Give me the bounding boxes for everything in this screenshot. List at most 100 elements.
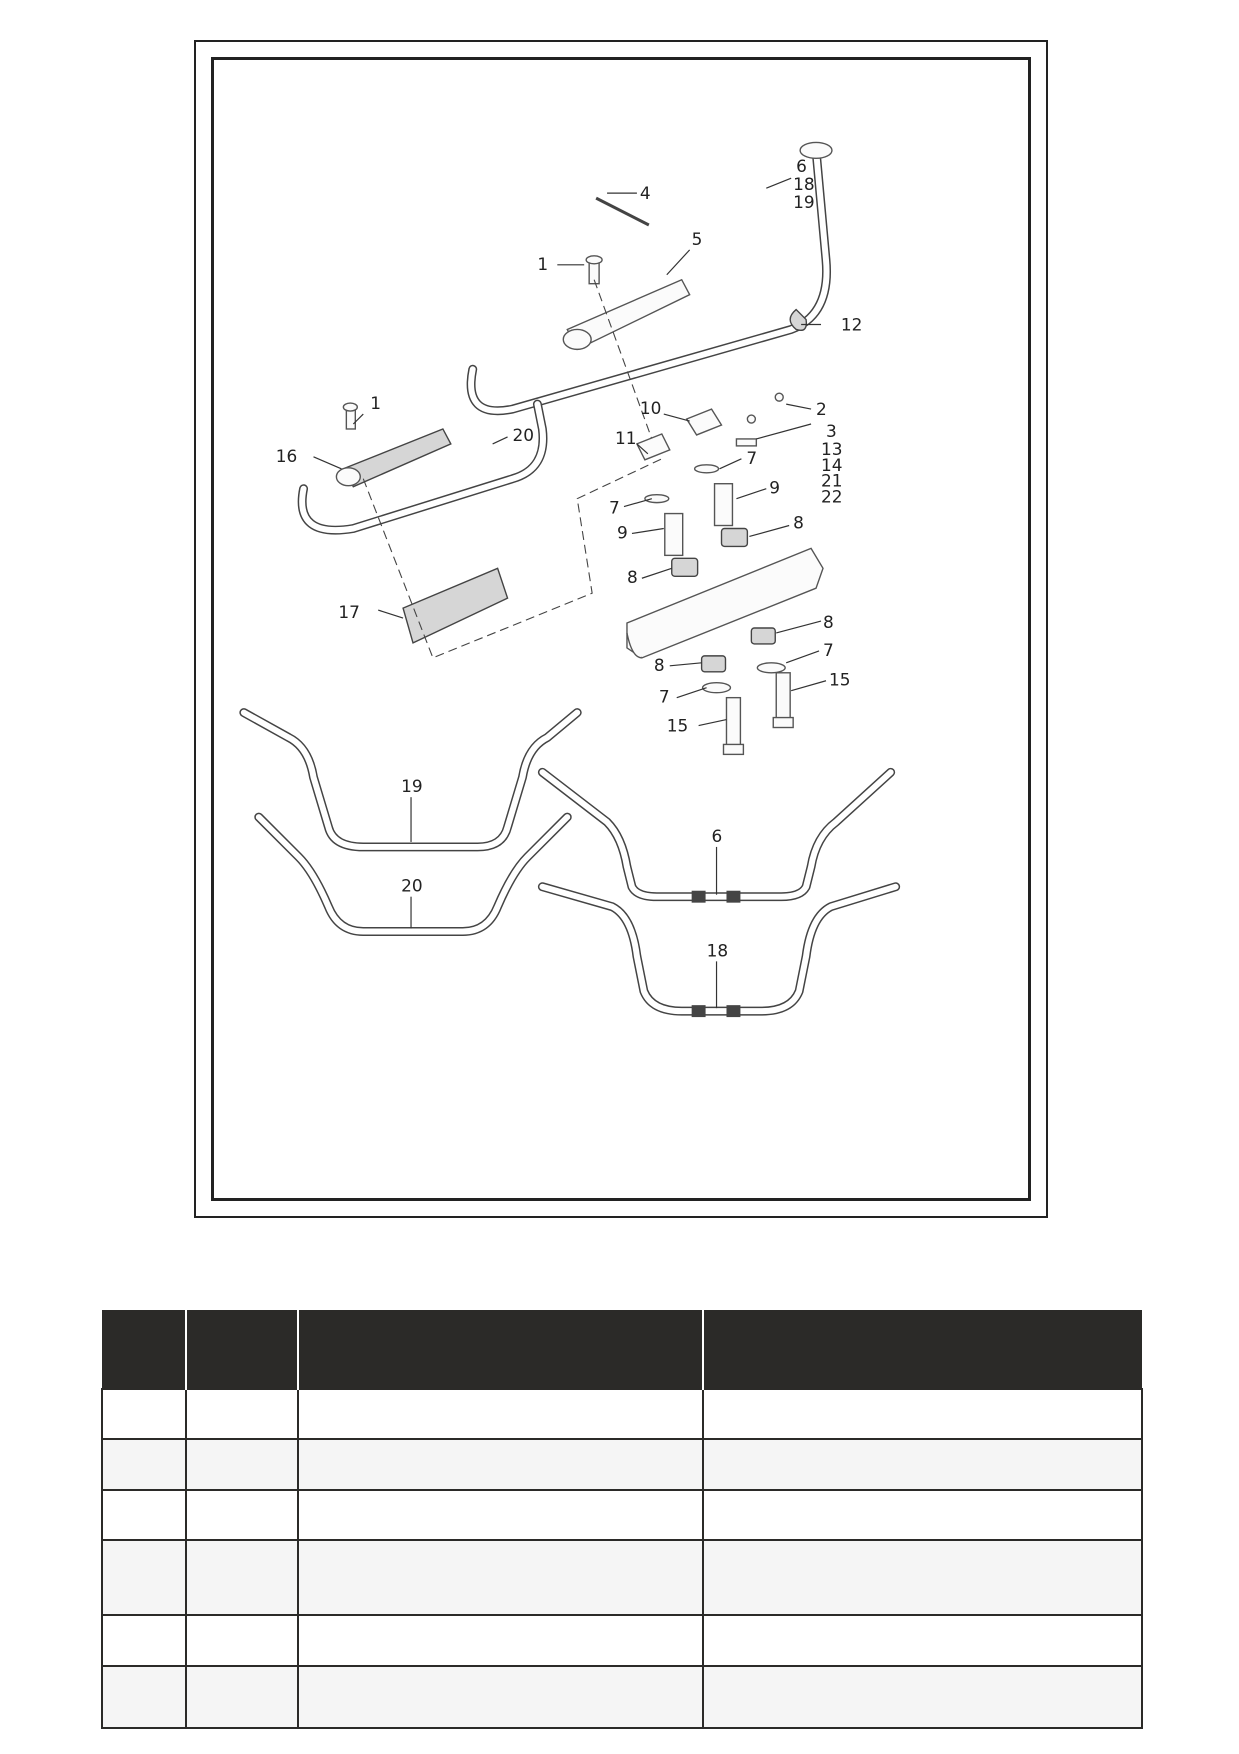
handlebar-variant-19	[239, 708, 582, 852]
callout-7-d: 7	[659, 687, 670, 707]
callout-22: 22	[821, 487, 843, 507]
lower-clamp-part-17	[402, 567, 509, 644]
callout-1-upper: 1	[537, 254, 548, 274]
table-cell	[297, 1438, 704, 1491]
callout-8-c: 8	[823, 612, 834, 632]
callout-11: 11	[615, 428, 637, 448]
table-cell	[702, 1539, 1143, 1616]
callout-8-b: 8	[627, 567, 638, 587]
parts-table	[101, 1310, 1143, 1729]
handlebar-variant-20	[254, 812, 572, 936]
callout-9-b: 9	[617, 522, 628, 542]
lower-handlebar-assembly	[297, 399, 548, 535]
column-header	[298, 1310, 704, 1389]
handlebar-variant-6	[537, 767, 896, 903]
screw-part-2	[746, 414, 757, 424]
callout-12: 12	[841, 314, 863, 334]
table-cell	[702, 1388, 1143, 1440]
column-header	[102, 1310, 187, 1389]
callout-4: 4	[640, 183, 651, 203]
table-cell	[101, 1665, 187, 1729]
callout-1-lower: 1	[370, 393, 381, 413]
screw-part-2-b	[774, 392, 784, 402]
exploded-diagram: 6 18 19 4 5 1 12 1 20 16 10 11 2 3 13 14…	[211, 57, 1031, 1201]
callout-15-a: 15	[829, 670, 851, 690]
exploded-diagram-frame: 6 18 19 4 5 1 12 1 20 16 10 11 2 3 13 14…	[194, 40, 1048, 1218]
table-cell	[297, 1665, 704, 1729]
table-cell	[185, 1665, 299, 1729]
table-cell	[185, 1438, 299, 1491]
callout-7-c: 7	[823, 640, 834, 660]
table-cell	[297, 1614, 704, 1667]
table-row	[101, 1438, 1143, 1491]
pin-part-4	[595, 196, 650, 227]
callout-15-b: 15	[667, 715, 689, 735]
callout-2: 2	[816, 399, 827, 419]
assembly-line-left	[362, 458, 663, 659]
callout-20: 20	[513, 425, 535, 445]
table-cell	[297, 1388, 704, 1440]
table-cell	[101, 1614, 187, 1667]
washer-part-7-c	[756, 662, 786, 674]
table-cell	[101, 1539, 187, 1616]
handlebar-variant-18	[537, 882, 901, 1018]
callout-6: 6	[796, 156, 807, 176]
callout-bar-20: 20	[401, 876, 423, 896]
washer-part-7-a	[693, 464, 720, 474]
callout-5: 5	[692, 229, 703, 249]
table-cell	[185, 1539, 299, 1616]
table-row	[101, 1388, 1143, 1440]
rubber-mount-part-8-lower-right	[750, 627, 776, 645]
table-cell	[101, 1388, 187, 1440]
callout-16: 16	[276, 446, 298, 466]
column-header	[703, 1310, 1142, 1389]
callout-18: 18	[793, 174, 815, 194]
callout-8-a: 8	[793, 512, 804, 532]
callout-9-a: 9	[769, 478, 780, 498]
assembly-line-center	[593, 279, 653, 440]
callout-3: 3	[826, 421, 837, 441]
table-header-row	[102, 1310, 1142, 1389]
upper-handlebar-assembly	[466, 141, 833, 416]
table-cell	[702, 1665, 1143, 1729]
callout-13: 13	[821, 439, 843, 459]
washer-part-7-d	[701, 682, 732, 694]
washer-part-7-b	[644, 493, 670, 504]
callout-8-d: 8	[654, 655, 665, 675]
table-cell	[185, 1489, 299, 1541]
triple-clamp-body	[626, 547, 824, 659]
rubber-mount-part-8-upper-right	[720, 527, 749, 548]
table-cell	[297, 1539, 704, 1616]
callout-10: 10	[640, 398, 662, 418]
table-row	[101, 1665, 1143, 1729]
table-cell	[185, 1614, 299, 1667]
riser-part-10	[685, 408, 723, 436]
fitting-part-3	[735, 438, 758, 447]
table-cell	[101, 1489, 187, 1541]
table-row	[101, 1539, 1143, 1616]
callout-21: 21	[821, 471, 843, 491]
callout-7-b: 7	[609, 498, 620, 518]
callout-17: 17	[338, 602, 360, 622]
table-cell	[702, 1438, 1143, 1491]
table-cell	[702, 1614, 1143, 1667]
callout-14: 14	[821, 455, 843, 475]
rubber-mount-part-8-upper-left	[671, 557, 699, 577]
callout-bar-18: 18	[707, 940, 729, 960]
table-cell	[297, 1489, 704, 1541]
table-row	[101, 1614, 1143, 1667]
rubber-mount-part-8-lower-left	[700, 655, 727, 673]
table-cell	[702, 1489, 1143, 1541]
riser-part-11	[635, 433, 671, 461]
callout-19: 19	[793, 192, 815, 212]
bolt-part-15-left	[722, 696, 745, 756]
bushing-part-9-a	[713, 483, 734, 527]
bolt-part-1-upper	[585, 255, 603, 285]
table-cell	[101, 1438, 187, 1491]
callout-bar-19: 19	[401, 776, 423, 796]
table-cell	[185, 1388, 299, 1440]
table-row	[101, 1489, 1143, 1541]
callout-bar-6: 6	[712, 826, 723, 846]
column-header	[186, 1310, 299, 1389]
bushing-part-9-b	[664, 512, 684, 557]
